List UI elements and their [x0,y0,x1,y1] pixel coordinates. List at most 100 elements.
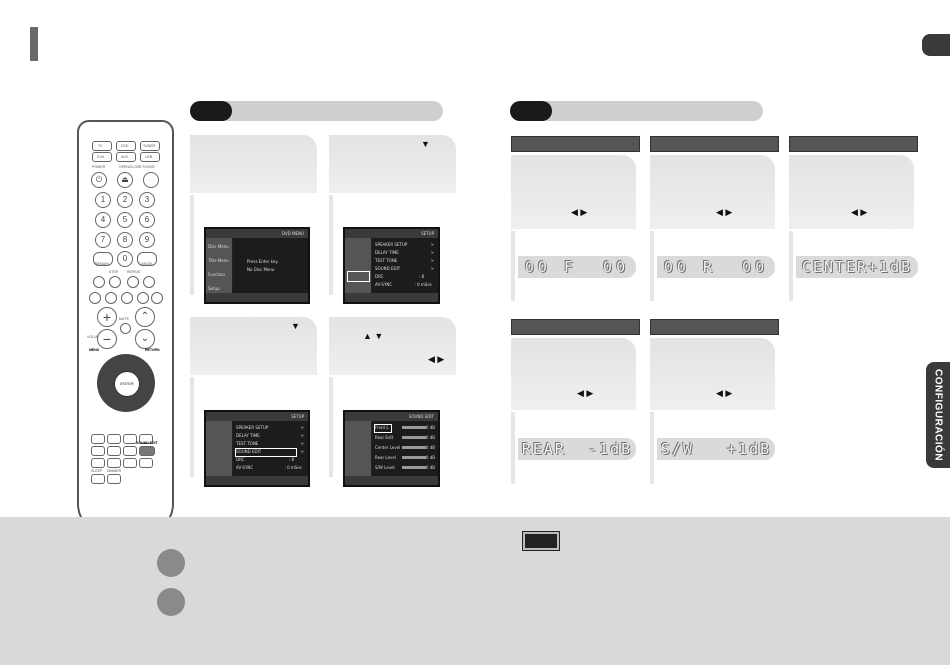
down-arrow-icon: ▼ [291,321,300,331]
digit-5-button[interactable]: 5 [117,212,133,228]
lcd-display-center: CENTER+1dB [796,256,918,278]
sleep-label: SLEEP [91,469,103,473]
osd-value: : 0 mSec [414,282,432,287]
left-right-arrow-icon: ◀ ▶ [851,207,868,217]
left-right-arrow-icon: ◀ ▶ [716,388,733,398]
dimmer-button[interactable] [107,474,121,484]
remote-func-button[interactable] [91,458,105,468]
mute-button[interactable] [120,323,131,334]
step-side-shade [329,377,333,477]
remote-tv-button[interactable]: TV [92,141,112,151]
volume-down-button[interactable]: − [97,329,117,349]
tuning-up-button[interactable]: ⌃ [135,307,155,327]
digit-4-button[interactable]: 4 [95,212,111,228]
note-bullet-1 [157,549,185,577]
left-right-arrow-icon: ◀ ▶ [577,388,594,398]
osd-header-bar: SETUP [206,412,308,421]
osd-text: No Disc Menu [247,267,275,272]
osd-item: Front L [375,425,389,430]
sound-edit-button[interactable] [139,446,155,456]
remote-small-button[interactable] [143,276,155,288]
digit-0-button[interactable]: 0 [117,251,133,267]
digit-2-button[interactable]: 2 [117,192,133,208]
osd-item: SPEAKER SETUP [236,425,269,430]
remote-func-button[interactable] [139,458,153,468]
remain-button[interactable]: REMAIN [93,252,113,266]
open-close-button[interactable]: ⏏ [117,172,133,188]
panel-header-center [789,136,918,152]
cancel-button[interactable]: CANCEL [137,252,157,266]
remote-aux-button[interactable]: AUX [116,152,136,162]
remote-func-button[interactable] [107,446,121,456]
pause-button[interactable] [105,292,117,304]
sound-edit-label: SOUND EDIT [136,441,158,445]
osd-header-title: SOUND EDIT [408,414,434,419]
remote-tuner-button[interactable]: TUNER [140,141,160,151]
play-button[interactable] [137,292,149,304]
osd-value: > [300,449,304,454]
digit-6-button[interactable]: 6 [139,212,155,228]
panel-side-shade [650,231,654,301]
remote-func-button[interactable] [91,446,105,456]
osd-item: SOUND EDIT [375,266,401,271]
step-side-shade [190,377,194,477]
osd-tab: Setup [208,286,220,291]
remote-func-button[interactable] [107,458,121,468]
osd-item: AV-SYNC [375,282,393,287]
remote-small-button[interactable] [93,276,105,288]
osd-header-title: SETUP [291,414,304,419]
remote-func-button[interactable] [107,434,121,444]
remote-func-button[interactable] [123,434,137,444]
remote-tv-label: TV [98,144,103,148]
chevron-down-icon: ⌄ [140,333,150,344]
repeat-button[interactable] [127,276,139,288]
osd-selection-frame [347,271,370,282]
panel-side-shade [511,231,515,301]
volume-up-button[interactable]: + [97,307,117,327]
step-button[interactable] [109,276,121,288]
digit-1-button[interactable]: 1 [95,192,111,208]
remote-func-button[interactable] [123,446,137,456]
remote-func-button[interactable] [123,458,137,468]
minus-icon: − [102,331,112,347]
osd-value: > [300,433,304,438]
enter-button[interactable]: ENTER [114,371,140,397]
enter-label: ENTER [120,381,134,386]
tv-dvd-button[interactable] [143,172,159,188]
remote-dvd-label: DVD [121,144,129,148]
sleep-button[interactable] [91,474,105,484]
remote-func-button[interactable] [91,434,105,444]
panel-side-shade [789,231,793,301]
remote-func-button[interactable] [139,434,153,444]
level-bar [402,456,426,459]
tuning-down-button[interactable]: ⌄ [135,329,155,349]
skip-forward-button[interactable] [151,292,163,304]
panel-box-subwoofer [650,338,775,410]
digit-8-button[interactable]: 8 [117,232,133,248]
configuracion-label: CONFIGURACIÓN [932,368,944,462]
osd-tab: Function [208,272,226,277]
remote-din-button[interactable]: D.IN [92,152,112,162]
direction-pad[interactable]: ENTER [97,354,155,412]
power-button[interactable]: ⏻ [91,172,107,188]
dimmer-label: DIMMER [107,469,122,473]
stop-button[interactable] [121,292,133,304]
panel-box-front [511,155,636,229]
panel-header-front [511,136,640,152]
skip-back-button[interactable] [89,292,101,304]
step-side-shade [329,195,333,295]
remote-dvd-button[interactable]: DVD [116,141,136,151]
digit-7-button[interactable]: 7 [95,232,111,248]
eject-icon: ⏏ [121,175,129,184]
digit-label: 1 [100,195,106,204]
osd-sidebar: Disc Menu Title Menu Function Setup [206,238,232,293]
osd-item: Center Level [375,445,401,450]
remote-usb-button[interactable]: USB [140,152,160,162]
digit-label: 8 [122,235,128,244]
digit-9-button[interactable]: 9 [139,232,155,248]
digit-3-button[interactable]: 3 [139,192,155,208]
level-bar [402,436,426,439]
osd-footer-bar [345,476,438,485]
osd-value: > [300,441,304,446]
